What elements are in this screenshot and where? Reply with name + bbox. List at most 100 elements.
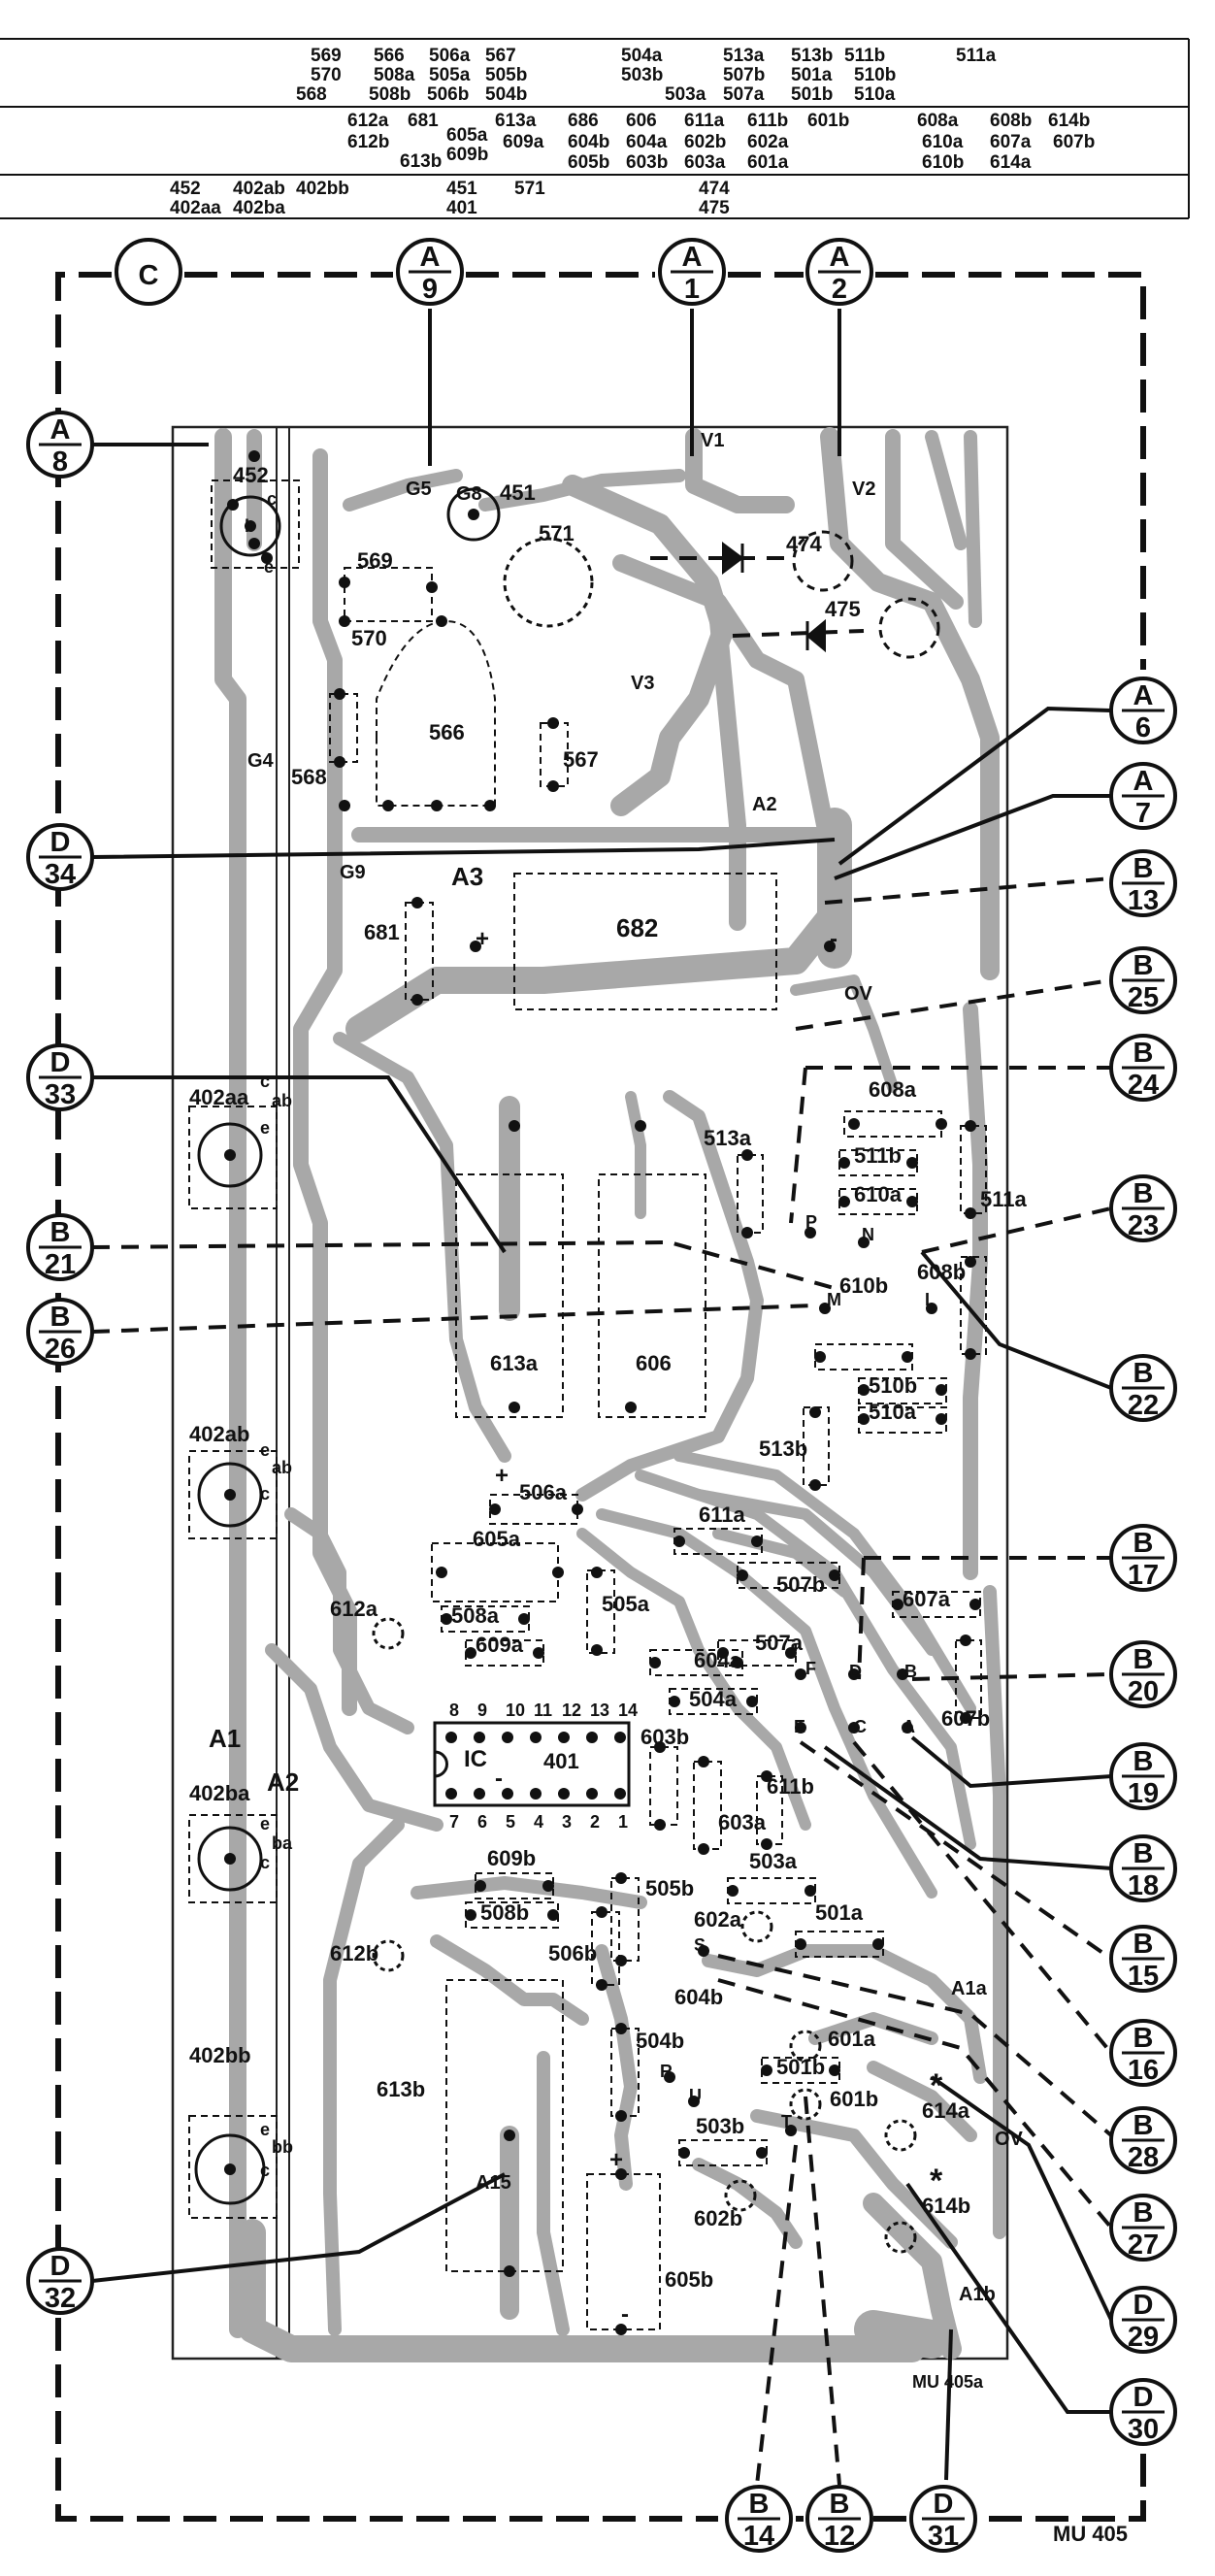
header-ref-610a: 610a (922, 132, 964, 152)
label-605b: 605b (665, 2267, 713, 2292)
label-MU 405: MU 405 (1053, 2522, 1128, 2546)
header-ref-609a: 609a (503, 132, 544, 152)
header-ref-613b: 613b (400, 151, 442, 172)
label-570: 570 (351, 626, 387, 650)
header-ref-510b: 510b (854, 65, 896, 85)
connector-D30: D30 (1109, 2378, 1177, 2446)
label-608b: 608b (917, 1260, 966, 1284)
connector-B19: B19 (1109, 1742, 1177, 1810)
connector-D32: D32 (26, 2247, 94, 2315)
header-ref-611a: 611a (684, 111, 725, 131)
label-G8: G8 (456, 483, 482, 505)
label-506b: 506b (548, 1941, 597, 1965)
label-2: 2 (590, 1812, 600, 1832)
header-ref-613a: 613a (495, 111, 537, 131)
label-508b: 508b (480, 1900, 529, 1925)
connector-letter: B (1133, 1929, 1154, 1960)
label-A2: A2 (752, 794, 777, 815)
connector-leads (91, 309, 1113, 2481)
label-+: + (609, 2147, 623, 2173)
header-ref-601a: 601a (747, 152, 789, 173)
label-610b: 610b (839, 1273, 888, 1298)
label-7: 7 (449, 1812, 459, 1832)
header-ref-507a: 507a (723, 84, 765, 105)
connector-letter: D (1133, 2382, 1154, 2413)
label-566: 566 (429, 720, 465, 744)
label-e: e (260, 1118, 270, 1138)
label-M: M (827, 1290, 841, 1309)
label-B: B (904, 1662, 917, 1681)
label-614a: 614a (922, 2098, 970, 2123)
header-ref-402ab: 402ab (233, 179, 285, 199)
connector-number: 30 (1128, 2414, 1159, 2445)
label-503a: 503a (749, 1849, 798, 1873)
connector-number: 22 (1128, 1390, 1159, 1421)
connector-letter: B (1133, 2110, 1154, 2141)
connector-B13: B13 (1109, 849, 1177, 917)
header-ref-510a: 510a (854, 84, 896, 105)
connector-A8: A8 (26, 411, 94, 479)
connector-B20: B20 (1109, 1640, 1177, 1708)
connector-number: 29 (1128, 2322, 1159, 2353)
component-reference-table (0, 38, 1190, 219)
label-452: 452 (233, 463, 269, 487)
connector-B18: B18 (1109, 1834, 1177, 1902)
header-ref-402aa: 402aa (170, 198, 221, 218)
label-504b: 504b (636, 2029, 684, 2053)
connector-letter: B (50, 1217, 71, 1248)
label-N: N (862, 1225, 874, 1244)
label-604b: 604b (674, 1985, 723, 2009)
connector-number: 33 (45, 1079, 76, 1110)
label-bb: bb (272, 2137, 293, 2157)
header-ref-571: 571 (514, 179, 545, 199)
connector-A9: A9 (396, 238, 464, 306)
label-603b: 603b (640, 1725, 689, 1749)
header-ref-614a: 614a (990, 152, 1032, 173)
label-OV: OV (844, 983, 873, 1005)
connector-letter: B (1133, 2023, 1154, 2054)
connector-number: 23 (1128, 1210, 1159, 1241)
label-e: e (260, 1440, 270, 1460)
label-681: 681 (364, 920, 400, 944)
label-611b: 611b (767, 1774, 814, 1799)
connector-letter: A (50, 414, 71, 446)
label-612a: 612a (330, 1597, 378, 1621)
header-ref-610b: 610b (922, 152, 964, 173)
header-ref-503a: 503a (665, 84, 706, 105)
connector-number: 24 (1128, 1070, 1159, 1101)
connector-letter: B (1133, 1838, 1154, 1869)
label-ba: ba (272, 1833, 293, 1853)
header-ref-402ba: 402ba (233, 198, 285, 218)
connector-letter: B (1133, 1746, 1154, 1777)
connector-letter: A (830, 242, 850, 273)
label-608a: 608a (869, 1077, 917, 1102)
connector-B22: B22 (1109, 1354, 1177, 1422)
header-ref-686: 686 (568, 111, 599, 131)
header-ref-603b: 603b (626, 152, 668, 173)
label-568: 568 (291, 765, 327, 789)
label-R: R (660, 2062, 673, 2081)
connector-B21: B21 (26, 1213, 94, 1281)
label-501a: 501a (815, 1900, 864, 1925)
connector-number: 34 (45, 859, 76, 890)
label-IC: IC (464, 1746, 487, 1772)
connector-letter: A (1133, 680, 1154, 711)
label-11: 11 (534, 1701, 552, 1720)
header-ref-511a: 511a (956, 46, 997, 66)
label-c: c (260, 2161, 270, 2180)
header-ref-452: 452 (170, 179, 201, 199)
header-ref-503b: 503b (621, 65, 663, 85)
header-ref-506a: 506a (429, 46, 471, 66)
label-513b: 513b (759, 1437, 807, 1461)
header-ref-604b: 604b (568, 132, 609, 152)
diode-symbols (722, 542, 826, 653)
connector-number: 27 (1128, 2229, 1159, 2261)
connector-number: 16 (1128, 2055, 1159, 2086)
header-ref-606: 606 (626, 111, 657, 131)
label--: - (830, 926, 837, 952)
label-c: c (260, 1853, 270, 1872)
header-ref-505b: 505b (485, 65, 527, 85)
connector-letter: D (50, 1047, 71, 1078)
label-14: 14 (618, 1701, 638, 1720)
